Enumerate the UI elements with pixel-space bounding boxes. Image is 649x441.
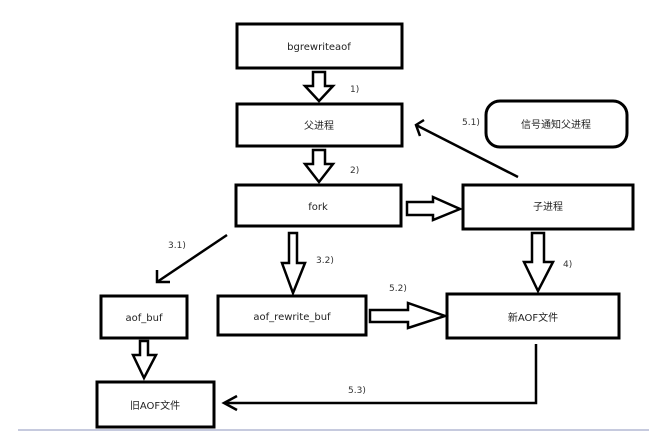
node-old-aof-file-box [95, 380, 216, 429]
node-new-aof-file-box [445, 292, 621, 340]
step-label-1: 1) [350, 85, 359, 95]
node-fork: fork [234, 183, 403, 228]
node-aof-buf-label: aof_buf [126, 313, 163, 324]
node-parent-process-box [235, 102, 404, 148]
arrow-fork-to-child [405, 195, 464, 222]
node-child-process: 子进程 [461, 183, 635, 231]
node-bgrewriteaof-box [235, 22, 404, 70]
step-label-5-1: 5.1) [462, 118, 480, 128]
step-label-2: 2) [350, 166, 359, 176]
node-bgrewriteaof: bgrewriteaof [235, 22, 404, 70]
step-label-5-3: 5.3) [348, 386, 366, 396]
arrow-step-5-3 [221, 344, 538, 412]
step-label-4: 4) [563, 260, 572, 270]
node-child-process-box [461, 183, 635, 231]
step-label-5-2: 5.2) [389, 284, 407, 294]
node-bgrewriteaof-label: bgrewriteaof [287, 42, 351, 53]
arrow-step-5-1 [414, 118, 519, 179]
step-label-3-2: 3.2) [316, 256, 334, 266]
node-signal-notify: 信号通知父进程 [484, 99, 629, 149]
step-label-3-1: 3.1) [168, 241, 186, 251]
node-signal-notify-label: 信号通知父进程 [521, 118, 591, 131]
node-aof-buf: aof_buf [99, 294, 189, 340]
node-aof-rewrite-buf-box [216, 294, 368, 337]
node-aof-buf-box [99, 294, 189, 340]
node-parent-process-label: 父进程 [304, 120, 334, 132]
node-new-aof-file: 新AOF文件 [445, 292, 621, 340]
node-aof-rewrite-buf-label: aof_rewrite_buf [253, 312, 331, 323]
node-fork-label: fork [308, 202, 328, 213]
node-parent-process: 父进程 [235, 102, 404, 148]
node-fork-box [234, 183, 403, 228]
node-aof-rewrite-buf: aof_rewrite_buf [216, 294, 368, 337]
node-old-aof-file: 旧AOF文件 [95, 380, 216, 429]
arrow-step-2 [302, 148, 336, 185]
arrow-step-1 [302, 70, 336, 103]
arrow-step-3-2 [280, 231, 307, 297]
node-new-aof-file-label: 新AOF文件 [508, 311, 558, 324]
node-signal-notify-box [484, 99, 629, 149]
arrow-step-4 [522, 231, 556, 294]
arrow-aof-buf-to-old-aof [131, 339, 159, 381]
arrow-step-3-1 [155, 233, 228, 284]
arrow-step-5-2 [368, 301, 449, 330]
node-child-process-label: 子进程 [533, 201, 563, 213]
node-old-aof-file-label: 旧AOF文件 [130, 399, 180, 412]
